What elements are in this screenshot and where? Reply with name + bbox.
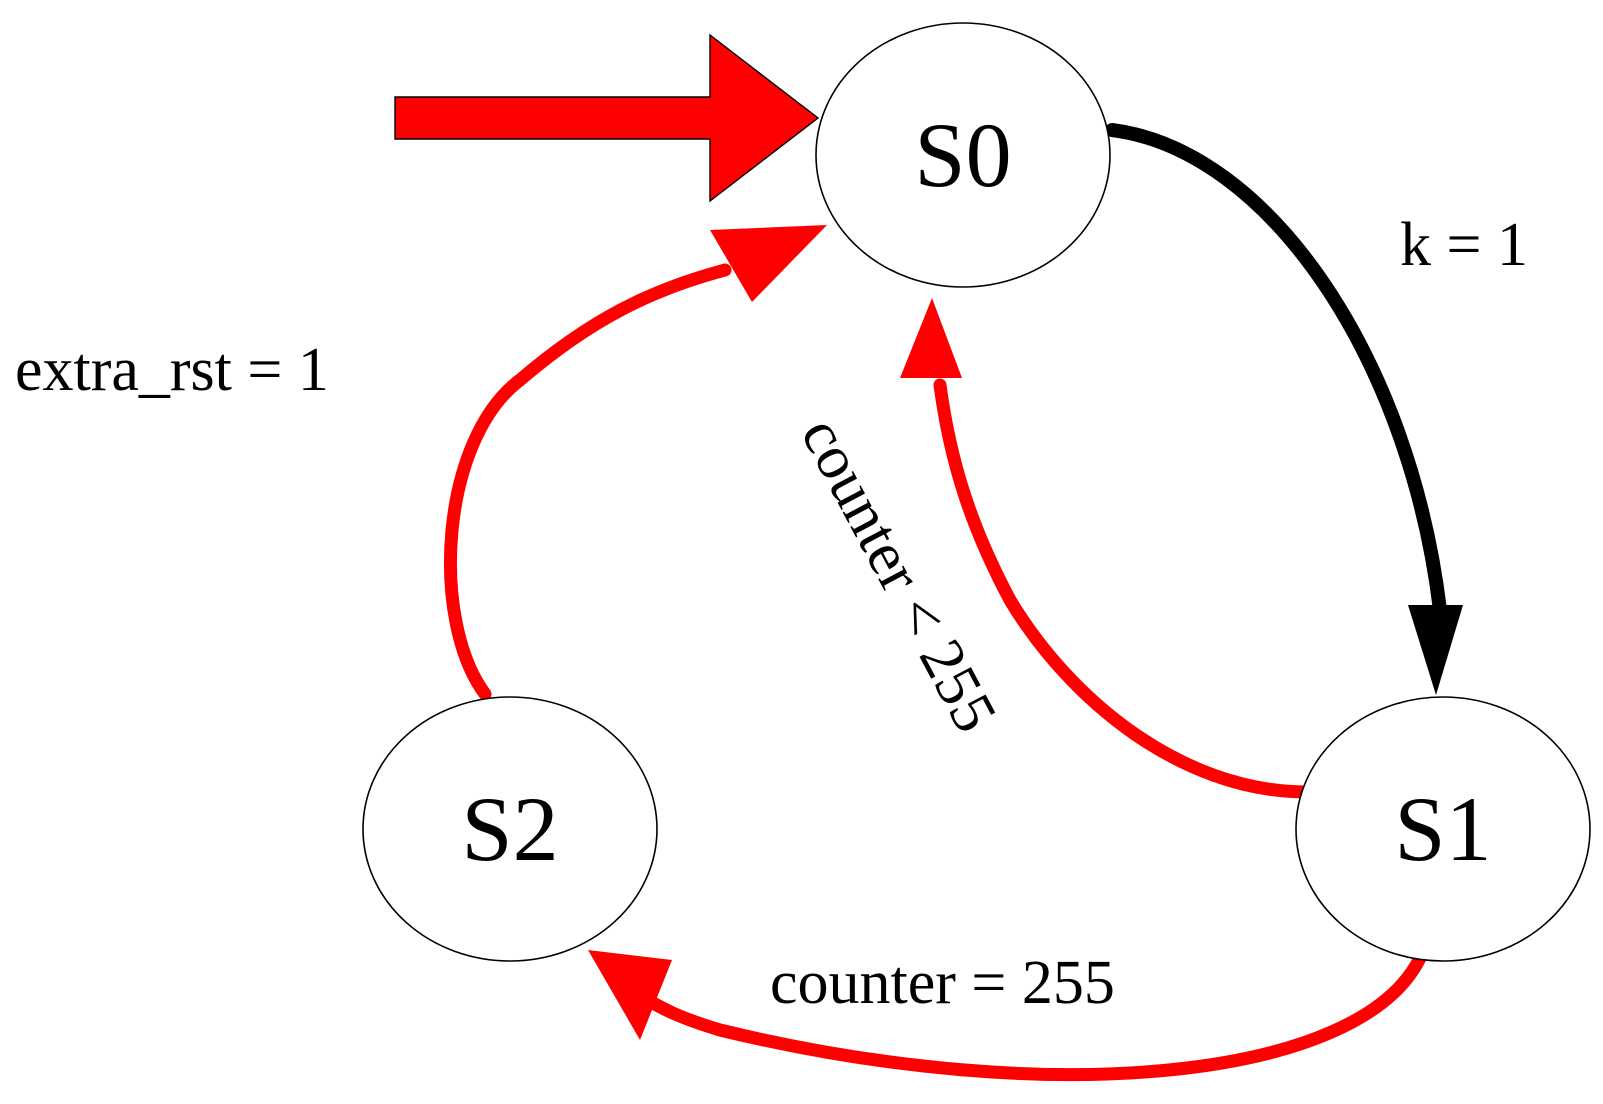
initial-state-arrow: [394, 33, 820, 203]
edge-s0-s1: [1105, 123, 1447, 617]
edge-s1-s2: [633, 951, 1427, 1082]
edge-label-k: k = 1: [1400, 211, 1528, 279]
state-s2-circle: [362, 696, 658, 962]
edge-s1-s0: [933, 378, 1310, 799]
state-s2[interactable]: S2: [362, 696, 658, 962]
state-s0-label: S0: [914, 104, 1011, 206]
state-s1-circle: [1295, 696, 1591, 962]
state-s0[interactable]: S0: [815, 22, 1111, 288]
state-s2-label: S2: [461, 778, 558, 880]
arrowhead-s2-s0: [710, 225, 827, 302]
edge-label-counter-lt: counter < 255: [788, 407, 1010, 743]
state-s0-circle: [815, 22, 1111, 288]
arrowhead-s0-s1: [1408, 605, 1463, 695]
arrowhead-s1-s0: [900, 298, 962, 378]
arrowhead-s1-s2: [588, 950, 672, 1040]
edge-label-counter-eq: counter = 255: [770, 949, 1115, 1017]
edge-label-extra-rst: extra_rst = 1: [15, 336, 329, 404]
edge-s2-s0: [444, 263, 732, 701]
state-s1-label: S1: [1394, 778, 1491, 880]
state-s1[interactable]: S1: [1295, 696, 1591, 962]
